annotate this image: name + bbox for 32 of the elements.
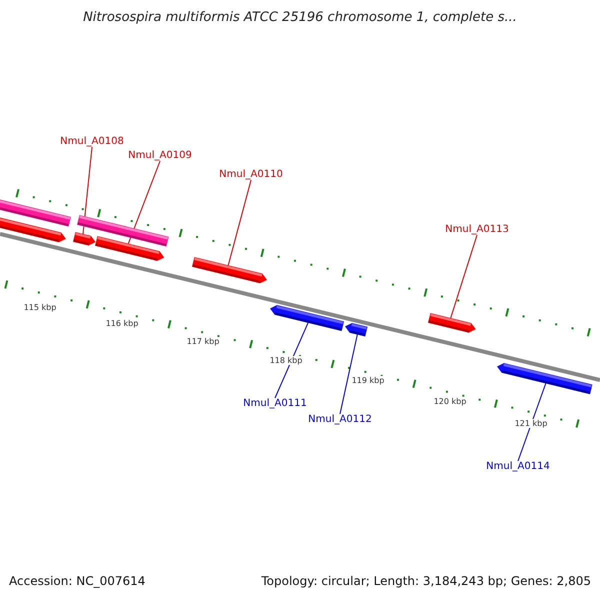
leader-line [128, 160, 160, 244]
gene-feature [428, 313, 476, 333]
gene-label: Nmul_A0113 [445, 224, 509, 235]
scale-label: 116 kbp [104, 319, 140, 328]
gene-feature [0, 215, 66, 242]
scale-label: 117 kbp [186, 337, 220, 346]
gene-feature [497, 362, 592, 394]
gene-feature [72, 232, 96, 246]
gene-label: Nmul_A0108 [60, 136, 124, 147]
leader-line [274, 322, 309, 398]
genome-info-text: Topology: circular; Length: 3,184,243 bp; Genes: 2,805 [261, 574, 591, 588]
leader-line [228, 180, 252, 266]
gene-feature [345, 322, 368, 336]
accession-text: Accession: NC_007614 [9, 574, 146, 588]
gene-feature [192, 257, 267, 284]
leader-line [82, 146, 92, 234]
leader-line [450, 234, 478, 319]
title: Nitrosospira multiformis ATCC 25196 chromosome 1, complete s... [82, 10, 518, 25]
scale-label: 119 kbp [350, 376, 386, 385]
scale-label: 118 kbp [268, 356, 304, 365]
scale-label: 120 kbp [432, 397, 468, 406]
gene-label: Nmul_A0110 [219, 169, 283, 180]
gene-label: Nmul_A0111 [243, 398, 307, 409]
scale-label: 115 kbp [22, 303, 58, 312]
leader-line [518, 382, 546, 462]
leader-line [340, 334, 358, 414]
gene-label: Nmul_A0109 [128, 150, 192, 161]
scale-label: 121 kbp [514, 419, 548, 428]
gene-feature [270, 304, 344, 331]
gene-label: Nmul_A0114 [486, 461, 550, 472]
gene-label: Nmul_A0112 [308, 414, 372, 425]
gene-feature [94, 236, 164, 261]
